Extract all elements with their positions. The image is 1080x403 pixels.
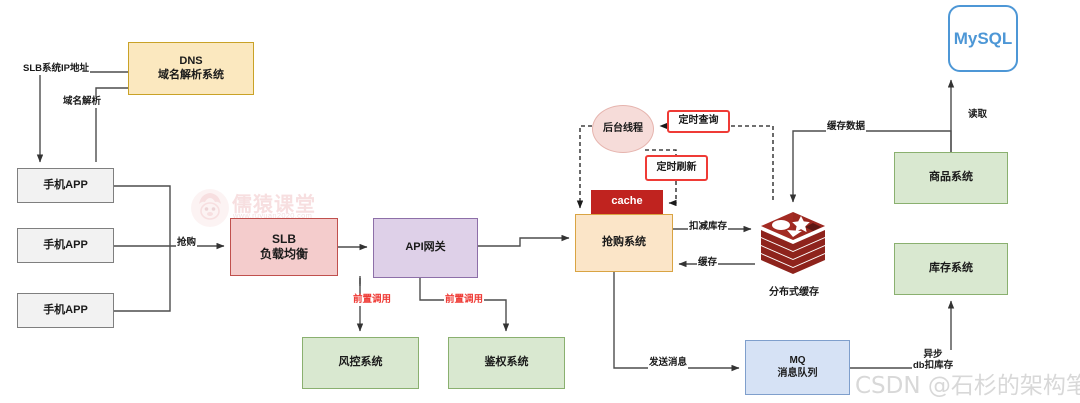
edge-label-deduct-stock: 扣减库存 (688, 221, 729, 233)
ruyuan-watermark-url: www.ruyuan2020.com (233, 211, 313, 220)
edge-label-cache-data: 缓存数据 (826, 121, 867, 133)
csdn-watermark: CSDN @石杉的架构笔记 (855, 373, 1080, 399)
node-auth-system-label: 鉴权系统 (484, 356, 529, 369)
edge-label-seckill-request: 抢购 (176, 237, 198, 249)
node-api-gateway-label: API网关 (405, 241, 446, 254)
node-message-queue-label: MQ 消息队列 (777, 355, 818, 379)
node-redis-caption: 分布式缓存 (749, 283, 839, 298)
node-timed-refresh[interactable]: 定时刷新 (645, 155, 708, 181)
node-mobile-app-3-label: 手机APP (43, 303, 88, 316)
node-timed-query[interactable]: 定时查询 (667, 110, 730, 133)
node-mobile-app-1-label: 手机APP (43, 178, 88, 191)
node-mysql-label: MySQL (953, 28, 1013, 48)
edge-label-cache-read: 缓存 (697, 257, 719, 269)
edge-label-read-db: 读取 (967, 109, 989, 121)
node-redis-label: 分布式缓存 (769, 287, 819, 298)
node-dns[interactable]: DNS 域名解析系统 (128, 42, 254, 95)
node-seckill-system[interactable]: 抢购系统 (575, 214, 673, 272)
edge-label-domain-resolve: 域名解析 (62, 96, 103, 108)
ruyuan-watermark-text: 儒猿课堂 (232, 192, 316, 216)
node-timed-query-label: 定时查询 (678, 115, 719, 127)
node-local-cache-label: cache (611, 195, 643, 208)
edge-label-pre-call-auth: 前置调用 (444, 294, 485, 306)
node-mobile-app-2-label: 手机APP (43, 238, 88, 251)
node-redis-distributed-cache[interactable] (757, 208, 829, 276)
node-mobile-app-3[interactable]: 手机APP (17, 293, 114, 328)
node-risk-control-label: 风控系统 (338, 356, 383, 369)
edge-label-send-message: 发送消息 (648, 357, 689, 369)
node-local-cache[interactable]: cache (591, 190, 663, 214)
node-slb-label: SLB 负载均衡 (259, 232, 308, 261)
node-seckill-system-label: 抢购系统 (602, 236, 646, 249)
node-api-gateway[interactable]: API网关 (373, 218, 478, 278)
node-stock-system-label: 库存系统 (929, 262, 973, 275)
edge-label-async-db-deduct: 异步 db扣库存 (912, 349, 955, 372)
node-stock-system[interactable]: 库存系统 (894, 243, 1008, 295)
node-background-thread-label: 后台线程 (603, 122, 643, 134)
node-message-queue[interactable]: MQ 消息队列 (745, 340, 850, 395)
node-goods-system[interactable]: 商品系统 (894, 152, 1008, 204)
edge-label-pre-call-risk: 前置调用 (352, 294, 393, 306)
node-slb[interactable]: SLB 负载均衡 (230, 218, 338, 276)
node-mobile-app-2[interactable]: 手机APP (17, 228, 114, 263)
node-timed-refresh-label: 定时刷新 (656, 161, 697, 173)
node-mobile-app-1[interactable]: 手机APP (17, 168, 114, 203)
node-dns-label: DNS 域名解析系统 (158, 54, 224, 81)
redis-icon (761, 212, 825, 274)
edge-label-slb-ip-address: SLB系统IP地址 (22, 63, 90, 75)
node-goods-system-label: 商品系统 (929, 171, 973, 184)
ruyuan-watermark: 儒猿课堂 www.ruyuan2020.com (190, 186, 330, 236)
node-mysql-database[interactable]: MySQL (948, 5, 1018, 72)
node-auth-system[interactable]: 鉴权系统 (448, 337, 565, 389)
node-background-thread[interactable]: 后台线程 (592, 105, 654, 153)
monkey-logo-icon (191, 189, 229, 227)
node-risk-control-system[interactable]: 风控系统 (302, 337, 419, 389)
